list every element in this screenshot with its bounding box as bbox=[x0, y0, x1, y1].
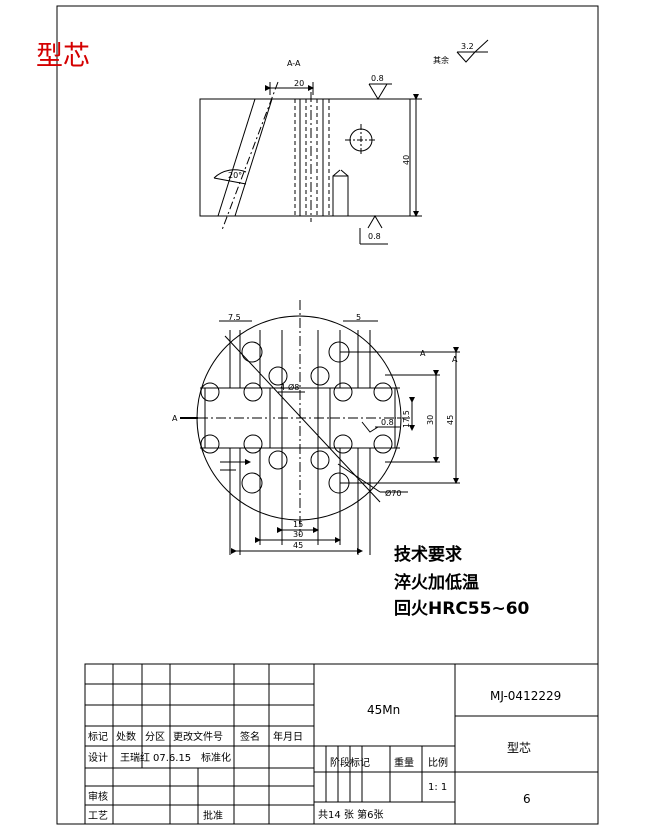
svg-text:A: A bbox=[452, 355, 458, 364]
svg-text:批准: 批准 bbox=[203, 809, 223, 822]
plan-view: A 4-Ø8 7.5 5 bbox=[172, 300, 460, 555]
technical-requirements: 技术要求 淬火加低温 回火HRC55~60 bbox=[394, 544, 530, 619]
svg-text:0.8: 0.8 bbox=[368, 232, 381, 241]
svg-text:A: A bbox=[420, 349, 426, 358]
svg-text:重量: 重量 bbox=[394, 756, 414, 769]
svg-text:比例: 比例 bbox=[428, 756, 448, 769]
svg-text:签名: 签名 bbox=[240, 730, 260, 743]
svg-text:王瑞红: 王瑞红 bbox=[120, 751, 150, 764]
surface-finish-top: 0.8 bbox=[368, 74, 392, 100]
svg-text:40: 40 bbox=[402, 155, 411, 165]
svg-text:Ø70: Ø70 bbox=[385, 488, 401, 498]
svg-text:5: 5 bbox=[356, 313, 361, 322]
corner-title: 型芯 bbox=[36, 41, 90, 72]
material: 45Mn bbox=[367, 703, 400, 717]
svg-text:20: 20 bbox=[294, 79, 304, 88]
svg-text:处数: 处数 bbox=[116, 730, 136, 743]
svg-text:30: 30 bbox=[426, 415, 435, 425]
surface-finish-bottom: 0.8 bbox=[359, 215, 388, 245]
svg-text:工艺: 工艺 bbox=[88, 810, 108, 822]
surface-finish-rest: 其余 3.2 bbox=[433, 39, 489, 65]
svg-text:回火HRC55~60: 回火HRC55~60 bbox=[394, 599, 530, 619]
svg-text:其余: 其余 bbox=[433, 55, 449, 65]
svg-text:A: A bbox=[172, 414, 178, 423]
surface-finish-pin: 0.8 bbox=[361, 418, 400, 433]
svg-text:30: 30 bbox=[293, 530, 303, 539]
sheet-number: 6 bbox=[523, 792, 531, 806]
svg-text:年月日: 年月日 bbox=[273, 730, 303, 743]
svg-text:标准化: 标准化 bbox=[201, 751, 231, 764]
svg-text:设计: 设计 bbox=[88, 751, 108, 764]
svg-text:07.6.15: 07.6.15 bbox=[153, 753, 191, 764]
svg-text:0.8: 0.8 bbox=[371, 74, 384, 83]
svg-text:审核: 审核 bbox=[88, 790, 108, 803]
svg-text:20°: 20° bbox=[228, 171, 242, 180]
section-view: A-A 20° 20 40 bbox=[199, 59, 422, 245]
svg-text:45: 45 bbox=[293, 541, 303, 550]
title-block-text: 45Mn MJ-0412229 型芯 6 标记 处数 分区 更改文件号 签名 年… bbox=[88, 689, 561, 822]
hole-pattern bbox=[200, 341, 393, 494]
part-name: 型芯 bbox=[507, 741, 531, 755]
title-block bbox=[84, 663, 599, 825]
svg-text:15: 15 bbox=[293, 520, 303, 529]
drawing-number: MJ-0412229 bbox=[490, 689, 561, 703]
svg-text:更改文件号: 更改文件号 bbox=[173, 730, 223, 743]
svg-text:1: 1: 1: 1 bbox=[428, 782, 447, 793]
svg-text:技术要求: 技术要求 bbox=[394, 544, 462, 565]
svg-text:45: 45 bbox=[446, 415, 455, 425]
svg-text:分区: 分区 bbox=[145, 731, 165, 743]
svg-text:7.5: 7.5 bbox=[228, 313, 241, 322]
svg-text:共14 张 第6张: 共14 张 第6张 bbox=[318, 808, 383, 821]
svg-text:标记: 标记 bbox=[88, 731, 108, 743]
svg-text:4-Ø8: 4-Ø8 bbox=[280, 382, 299, 392]
svg-text:0.8: 0.8 bbox=[381, 418, 394, 427]
svg-text:17.5: 17.5 bbox=[402, 410, 411, 428]
svg-text:3.2: 3.2 bbox=[461, 42, 474, 51]
svg-text:阶段标记: 阶段标记 bbox=[330, 756, 370, 769]
svg-text:淬火加低温: 淬火加低温 bbox=[394, 572, 479, 593]
section-label: A-A bbox=[287, 59, 301, 68]
